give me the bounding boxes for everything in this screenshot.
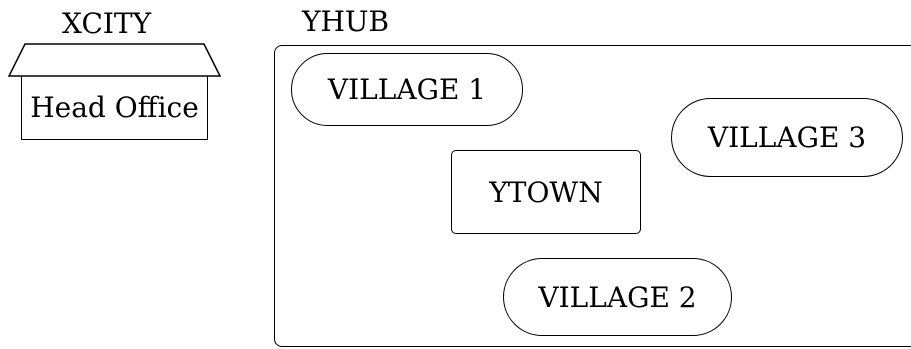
village-1-label: VILLAGE 1 [327, 73, 487, 106]
village-1-node: VILLAGE 1 [291, 53, 523, 126]
head-office-building: Head Office [21, 76, 208, 140]
village-2-label: VILLAGE 2 [538, 280, 697, 314]
town-label: YTOWN [489, 175, 603, 209]
village-2-node: VILLAGE 2 [503, 258, 732, 336]
city-label: XCITY [62, 7, 152, 40]
village-3-node: VILLAGE 3 [671, 98, 903, 177]
hub-label: YHUB [302, 5, 390, 38]
head-office-label: Head Office [30, 91, 199, 124]
town-node: YTOWN [451, 150, 641, 234]
hub-region [274, 45, 911, 347]
house-roof-icon [7, 43, 222, 77]
village-3-label: VILLAGE 3 [707, 121, 867, 154]
